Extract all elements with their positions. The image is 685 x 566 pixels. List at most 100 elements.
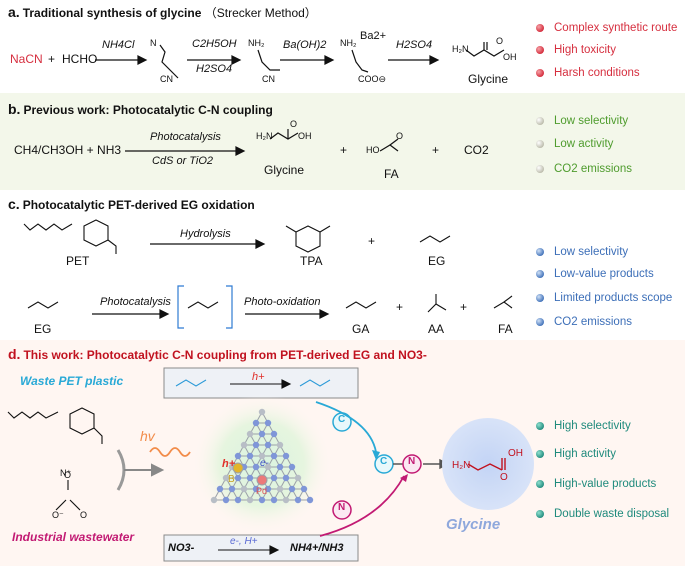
bullet-dot-icon xyxy=(536,294,544,302)
lattice-atom xyxy=(270,496,278,504)
plus-c-3: + xyxy=(460,300,468,314)
lattice-atom xyxy=(294,474,302,482)
reactants-b: CH4/CH3OH + NH3 xyxy=(14,143,122,157)
panel-b: b.Previous work: Photocatalytic C-N coup… xyxy=(0,93,685,190)
n-label-1: N xyxy=(338,502,346,513)
plus-b-2: + xyxy=(432,143,440,157)
lattice-atom xyxy=(252,485,260,493)
aa-label: AA xyxy=(428,322,445,336)
nitrate-reduction-box xyxy=(163,534,359,562)
glycine-label: Glycine xyxy=(468,72,509,86)
boron-label: B xyxy=(228,474,235,485)
carbon-flow-arrow xyxy=(315,401,377,453)
bullet-dot-icon xyxy=(536,165,544,173)
lattice-atom xyxy=(258,452,266,460)
ga-structure xyxy=(345,301,377,309)
bullet-c-2: Limited products scope xyxy=(536,292,672,304)
lattice-atom xyxy=(246,496,254,504)
barium-ion: Ba2+ xyxy=(360,30,386,42)
lattice-atom xyxy=(306,496,314,504)
plus-sign: + xyxy=(48,52,56,66)
nitrate-o-right: O xyxy=(80,510,88,520)
lattice-atom xyxy=(288,463,296,471)
light-wave-icon xyxy=(149,447,191,457)
lattice-atom xyxy=(246,430,254,438)
waste-pet-label: Waste PET plastic xyxy=(20,374,124,388)
lattice-atom xyxy=(240,485,248,493)
lattice-atom xyxy=(246,474,254,482)
lattice-atom xyxy=(270,452,278,460)
lattice-atom xyxy=(270,430,278,438)
palladium-atom xyxy=(256,474,268,486)
photocatalyst-lattice xyxy=(210,408,314,504)
boron-atom xyxy=(232,462,244,474)
lattice-atom xyxy=(258,408,266,416)
bullet-dot-icon xyxy=(536,117,544,125)
glycinate-nh2-label: NH₂ xyxy=(340,38,357,48)
glycine-d-o: O xyxy=(500,472,508,483)
nitrate-structure xyxy=(55,480,81,511)
intermediate-bracket xyxy=(177,285,233,329)
imine-cn-label: CN xyxy=(160,74,173,84)
ga-label: GA xyxy=(352,322,370,336)
lattice-atom xyxy=(276,463,284,471)
lattice-atom xyxy=(264,441,272,449)
condition-cds-tio2: CdS or TiO2 xyxy=(152,155,214,167)
lattice-atom xyxy=(276,441,284,449)
panel-a-title: a.Traditional synthesis of glycine （Stre… xyxy=(8,4,317,20)
glycine-h2n-label: H₂N xyxy=(452,44,469,54)
merge-bracket xyxy=(116,449,126,491)
lattice-atom xyxy=(270,474,278,482)
bullet-dot-icon xyxy=(536,46,544,54)
bullet-dot-icon xyxy=(536,422,544,430)
glycine-o-label: O xyxy=(496,36,504,46)
lattice-atom xyxy=(276,485,284,493)
lattice-atom xyxy=(258,496,266,504)
bullet-dot-icon xyxy=(536,318,544,326)
bullet-a-2: Harsh conditions xyxy=(536,67,640,79)
tpa-label: TPA xyxy=(300,254,323,268)
lattice-atom xyxy=(228,485,236,493)
panel-c-title: c.Photocatalytic PET-derived EG oxidatio… xyxy=(8,196,255,212)
wastewater-label: Industrial wastewater xyxy=(12,530,135,544)
panel-b-title: b.Previous work: Photocatalytic C-N coup… xyxy=(8,101,273,117)
glycine-b-o: O xyxy=(290,119,298,129)
condition-hydrolysis: Hydrolysis xyxy=(180,228,231,240)
condition-h2so4-2: H2SO4 xyxy=(396,39,433,51)
aminonitrile-cn-label: CN xyxy=(262,74,275,84)
condition-h2so4-1: H2SO4 xyxy=(196,63,233,75)
bullet-dot-icon xyxy=(536,248,544,256)
condition-baoh2: Ba(OH)2 xyxy=(283,39,327,51)
glycine-oh-label: OH xyxy=(503,52,517,62)
nacn-label: NaCN xyxy=(10,52,43,66)
nitrate-n-label: N⁺ xyxy=(60,468,72,478)
electron-label: e- xyxy=(260,458,269,469)
lattice-atom xyxy=(246,452,254,460)
panel-b-scheme xyxy=(125,129,399,156)
glycinate-coo-label: COO⊖ xyxy=(358,74,387,84)
bullet-dot-icon xyxy=(536,24,544,32)
lattice-atom xyxy=(234,452,242,460)
pet-label: PET xyxy=(66,254,90,268)
plus-b-1: + xyxy=(340,143,348,157)
glycine-structure xyxy=(465,42,505,57)
plus-c-1: + xyxy=(368,234,376,248)
eg-blue-structure xyxy=(175,379,207,387)
c-label-2: C xyxy=(380,456,388,467)
glycolaldehyde-structure xyxy=(187,301,219,309)
lattice-atom xyxy=(252,419,260,427)
imine-structure xyxy=(159,44,179,79)
glycine-red-structure xyxy=(467,458,506,471)
bullet-b-0: Low selectivity xyxy=(536,115,628,127)
panel-a: a.Traditional synthesis of glycine （Stre… xyxy=(0,0,685,93)
bullet-dot-icon xyxy=(536,270,544,278)
n-label-2: N xyxy=(408,456,416,467)
hv-label: hv xyxy=(140,428,155,444)
glycinate-structure xyxy=(351,49,369,73)
bullet-b-2: CO2 emissions xyxy=(536,163,632,175)
bullet-d-1: High activity xyxy=(536,448,616,460)
eg-label-2: EG xyxy=(34,322,52,336)
bullet-dot-icon xyxy=(536,480,544,488)
bullet-d-0: High selectivity xyxy=(536,420,631,432)
bullet-dot-icon xyxy=(536,69,544,77)
